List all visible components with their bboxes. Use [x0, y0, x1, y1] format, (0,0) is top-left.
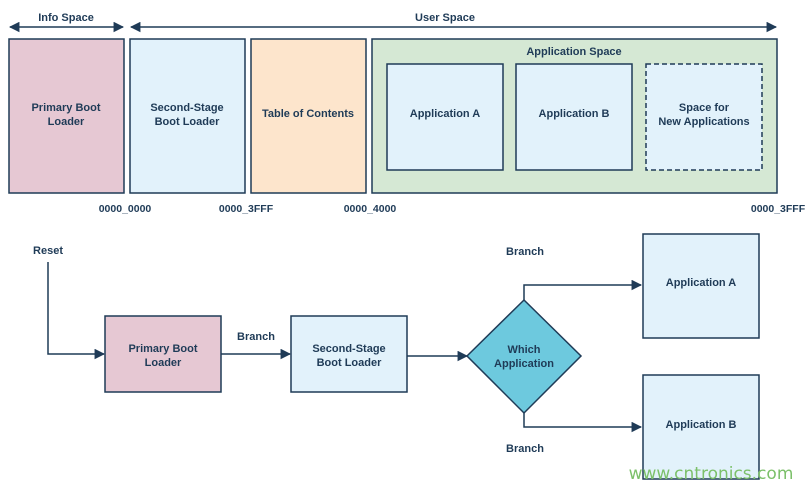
- flow-primary-boot-loader: Primary Boot Loader: [104, 315, 222, 393]
- watermark-text: www.cntronics.com: [629, 464, 794, 484]
- flow-application-b-label: Application B: [666, 419, 737, 431]
- application-space-label: Application Space: [526, 46, 621, 58]
- branch-label-top: Branch: [506, 246, 544, 258]
- map-new-apps-box: [645, 63, 763, 171]
- branch-arrow-top: [523, 279, 643, 300]
- map-application-a-box: [386, 63, 504, 171]
- address-label: 0000_3FFF: [751, 203, 806, 215]
- map-new-apps-line1: Space for: [679, 102, 730, 114]
- map-application-a-label: Application A: [410, 108, 481, 120]
- map-second-stage-line1: Second-Stage: [150, 102, 223, 114]
- address-label: 0000_4000: [344, 203, 397, 215]
- map-application-space: Application Space Application A Applicat…: [371, 38, 778, 194]
- map-primary-boot-loader-line1: Primary Boot: [31, 102, 100, 114]
- decision-line2: Application: [494, 358, 554, 370]
- map-new-apps-line2: New Applications: [658, 116, 749, 128]
- map-application-b-box: [515, 63, 633, 171]
- decision-which-application: Which Application: [465, 298, 583, 415]
- map-table-of-contents: Table of Contents: [250, 38, 367, 194]
- flow-primary-boot-loader-line1: Primary Boot: [128, 343, 197, 355]
- flow-application-a-label: Application A: [666, 277, 737, 289]
- reset-label: Reset: [33, 245, 63, 257]
- user-space-label: User Space: [415, 12, 475, 24]
- map-application-b-label: Application B: [539, 108, 610, 120]
- branch-label-bottom: Branch: [506, 443, 544, 455]
- address-label: 0000_3FFF: [219, 203, 274, 215]
- user-space-span: User Space: [129, 12, 778, 33]
- map-primary-boot-loader: Primary Boot Loader: [8, 38, 125, 194]
- flow-second-stage-boot-loader: Second-Stage Boot Loader: [290, 315, 408, 393]
- reset-arrow: [47, 262, 106, 360]
- flow-application-a: Application A: [642, 233, 760, 339]
- flow-second-stage-line2: Boot Loader: [317, 357, 382, 369]
- info-space-label: Info Space: [38, 12, 94, 24]
- flow-second-stage-line1: Second-Stage: [312, 343, 385, 355]
- flow-primary-boot-loader-line2: Loader: [145, 357, 182, 369]
- decision-line1: Which: [508, 344, 541, 356]
- branch-arrow-bottom: [523, 413, 643, 433]
- address-label: 0000_0000: [99, 203, 152, 215]
- map-primary-boot-loader-line2: Loader: [48, 116, 85, 128]
- map-table-of-contents-label: Table of Contents: [262, 108, 354, 120]
- map-second-stage-line2: Boot Loader: [155, 116, 220, 128]
- flow-application-b: Application B: [642, 374, 760, 480]
- branch-label: Branch: [237, 331, 275, 343]
- map-second-stage-boot-loader: Second-Stage Boot Loader: [129, 38, 246, 194]
- info-space-span: Info Space: [8, 12, 125, 33]
